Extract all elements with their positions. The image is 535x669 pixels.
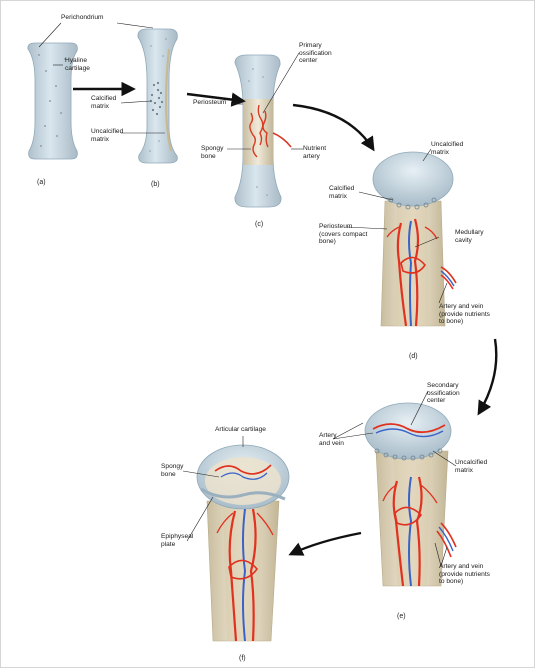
caption-c: (c) xyxy=(255,221,264,228)
label-hyaline-cartilage: Hyaline cartilage xyxy=(65,57,90,72)
label-spongy-bone-c: Spongy bone xyxy=(201,145,224,160)
caption-e: (e) xyxy=(397,613,406,620)
caption-a: (a) xyxy=(37,179,46,186)
stage-c-primary-ossification xyxy=(234,54,292,208)
stage-d-medullary-cavity xyxy=(372,151,457,327)
label-artery-and-vein-d: Artery and vein (provide nutrients to bo… xyxy=(439,303,490,326)
label-periosteum-c: Periosteum xyxy=(193,99,227,106)
arrow-d-to-e xyxy=(477,338,498,416)
stage-f-epiphyseal-plate xyxy=(196,444,290,642)
arrow-b-to-c xyxy=(186,92,246,107)
caption-b: (b) xyxy=(151,181,160,188)
stage-e-secondary-ossification xyxy=(364,402,457,587)
label-epiphyseal-plate: Epiphyseal plate xyxy=(161,533,194,548)
label-perichondrium: Perichondrium xyxy=(61,14,104,21)
label-uncalcified-matrix-e: Uncalcified matrix xyxy=(455,459,488,474)
arrow-c-to-d xyxy=(292,103,375,152)
label-artery-and-vein-e2: Artery and vein (provide nutrients to bo… xyxy=(439,563,490,586)
label-calcified-matrix-b: Calcified matrix xyxy=(91,95,117,110)
stage-b-calcification xyxy=(137,28,178,164)
label-uncalcified-matrix-d: Uncalcified matrix xyxy=(431,141,464,156)
label-articular-cartilage: Articular cartilage xyxy=(215,426,266,433)
leader-lines xyxy=(38,22,457,567)
label-calcified-matrix-d: Calcified matrix xyxy=(329,185,355,200)
label-primary-ossification-center: Primary ossification center xyxy=(299,42,332,65)
stage-a-cartilage-model xyxy=(27,42,78,160)
label-spongy-bone-f: Spongy bone xyxy=(161,463,184,478)
progression-arrows xyxy=(73,81,498,556)
label-uncalcified-matrix-b: Uncalcified matrix xyxy=(91,128,124,143)
label-medullary-cavity: Medullary cavity xyxy=(455,229,484,244)
arrow-e-to-f xyxy=(288,531,362,556)
caption-d: (d) xyxy=(409,353,418,360)
label-nutrient-artery: Nutrient artery xyxy=(303,145,327,160)
label-secondary-ossification-center: Secondary ossification center xyxy=(427,382,460,405)
label-periosteum-d: Periosteum (covers compact bone) xyxy=(319,223,368,246)
label-artery-and-vein-e: Artery and vein xyxy=(319,432,344,447)
caption-f: (f) xyxy=(239,655,246,662)
